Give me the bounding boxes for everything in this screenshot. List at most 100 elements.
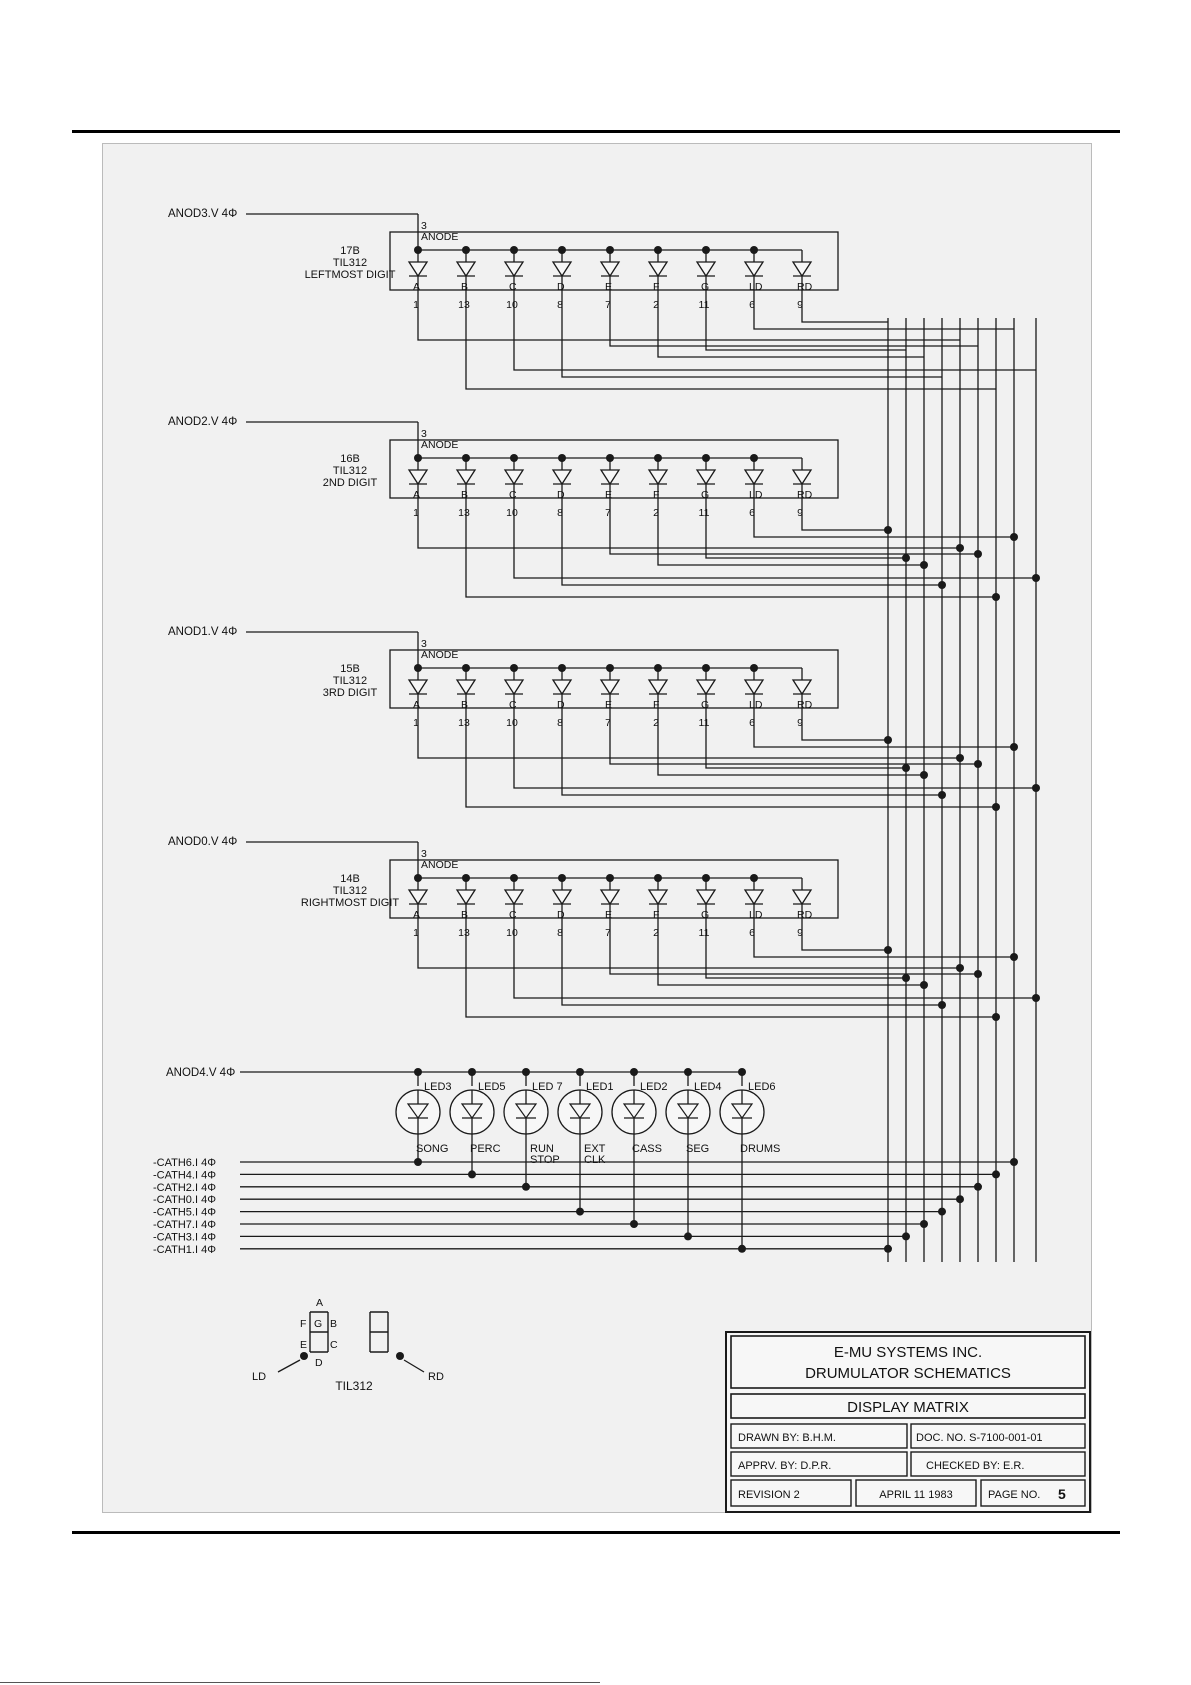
anode-pin-number: 3 [421, 428, 427, 440]
segment-letter: RD [797, 281, 813, 293]
segment-route-wire [417, 292, 960, 341]
led-function-label: STOP [530, 1154, 560, 1166]
bus-junction-dot [938, 581, 946, 589]
digit-description: 2ND DIGIT [323, 477, 378, 489]
pin-number: 11 [699, 927, 710, 939]
segment-letter: A [413, 909, 420, 921]
anode-pin-number: 3 [421, 638, 427, 650]
pin-number: 7 [605, 717, 611, 729]
segment-diode-icon [743, 679, 765, 696]
legend-rd-arrow [403, 1359, 425, 1373]
segment-route-wire [513, 292, 1036, 371]
pin-number: 6 [749, 507, 755, 519]
page-number: 5 [1058, 1486, 1066, 1502]
segment-letter: C [509, 909, 517, 921]
pin-number: 13 [458, 299, 470, 311]
pin-number: 9 [797, 927, 803, 939]
pin-number: 7 [605, 927, 611, 939]
segment-diode-icon [455, 469, 477, 486]
segment-diode-icon [599, 469, 621, 486]
segment-letter: C [509, 489, 517, 501]
display-chip-outline [389, 649, 839, 709]
segment-diode-icon [551, 889, 573, 906]
bus-junction-dot [974, 760, 982, 768]
led-cathode-dot [684, 1232, 692, 1241]
segment-diode-icon [743, 889, 765, 906]
bus-junction-dot [992, 593, 1000, 601]
segment-letter: LD [749, 909, 763, 921]
led-cathode-dot [468, 1170, 476, 1179]
segment-route-wire [753, 292, 1014, 330]
pin-number: 13 [458, 717, 470, 729]
pin-number: 13 [458, 927, 470, 939]
anode-net-label: ANOD2.V 4Φ [168, 416, 237, 428]
segment-diode-icon [455, 261, 477, 278]
title-block [725, 1331, 1091, 1513]
cathode-bus-dot [956, 1195, 964, 1204]
segment-route-wire [801, 292, 888, 323]
led-anode-net-label: ANOD4.V 4Φ [166, 1067, 235, 1079]
led-function-label: DRUMS [740, 1143, 780, 1155]
segment-letter: A [413, 281, 420, 293]
sheet-title-box [730, 1393, 1086, 1419]
segment-route-wire [801, 500, 888, 531]
segment-diode-icon [791, 889, 813, 906]
drawn-by: DRAWN BY: B.H.M. [738, 1432, 836, 1444]
anode-net-label: ANOD3.V 4Φ [168, 208, 237, 220]
chip-reference: 15B [340, 663, 360, 675]
led-reference: LED1 [586, 1081, 614, 1093]
digit-description: 3RD DIGIT [323, 687, 378, 699]
bus-junction-dot [974, 550, 982, 558]
segment-diode-icon [503, 889, 525, 906]
segment-letter: B [461, 699, 468, 711]
segment-letter: LD [749, 489, 763, 501]
title-company-box [730, 1335, 1086, 1389]
segment-letter: B [461, 489, 468, 501]
segment-route-wire [705, 920, 906, 979]
legend-label-a: A [316, 1297, 323, 1309]
bus-junction-dot [1010, 953, 1018, 961]
pin-number: 1 [413, 927, 419, 939]
legend-ld-arrow [277, 1359, 301, 1373]
segment-route-wire [417, 500, 960, 549]
pin-number: 13 [458, 507, 470, 519]
segment-route-wire [513, 920, 1036, 999]
led-cathode-dot [414, 1158, 422, 1166]
doc-number-box [910, 1423, 1086, 1449]
led-cathode-dot [522, 1182, 530, 1191]
segment-diode-icon [647, 261, 669, 278]
bus-junction-dot [974, 970, 982, 978]
legend-rd-dot [396, 1352, 404, 1360]
segment-letter: F [653, 699, 659, 711]
legend-label-b: B [330, 1318, 337, 1330]
cathode-net-label: -CATH6.I 4Φ [153, 1157, 216, 1169]
segment-route-wire [561, 920, 942, 1006]
pin-number: 9 [797, 299, 803, 311]
drawn-by-box [730, 1423, 908, 1449]
segment-diode-icon [647, 469, 669, 486]
chip-type: TIL312 [333, 885, 367, 897]
led-function-label: CLK [584, 1154, 606, 1166]
approved-by: APPRV. BY: D.P.R. [738, 1460, 831, 1472]
segment-route-wire [561, 500, 942, 586]
bus-junction-dot [956, 754, 964, 762]
segment-diode-icon [455, 679, 477, 696]
bus-junction-dot [956, 964, 964, 972]
segment-letter: G [701, 699, 709, 711]
segment-letter: G [701, 489, 709, 501]
cathode-bus-dot [974, 1182, 982, 1191]
revision-box [730, 1479, 852, 1507]
bus-junction-dot [992, 803, 1000, 811]
schematic-sheet [102, 143, 1092, 1513]
cathode-net-label: -CATH3.I 4Φ [153, 1231, 216, 1243]
bus-junction-dot [884, 526, 892, 534]
led-reference: LED2 [640, 1081, 668, 1093]
segment-letter: D [557, 699, 565, 711]
segment-diode-icon [551, 679, 573, 696]
segment-route-wire [657, 500, 924, 566]
led-reference: LED3 [424, 1081, 452, 1093]
bus-junction-dot [902, 554, 910, 562]
cathode-bus-dot [884, 1244, 892, 1253]
anode-label: ANODE [421, 439, 458, 451]
